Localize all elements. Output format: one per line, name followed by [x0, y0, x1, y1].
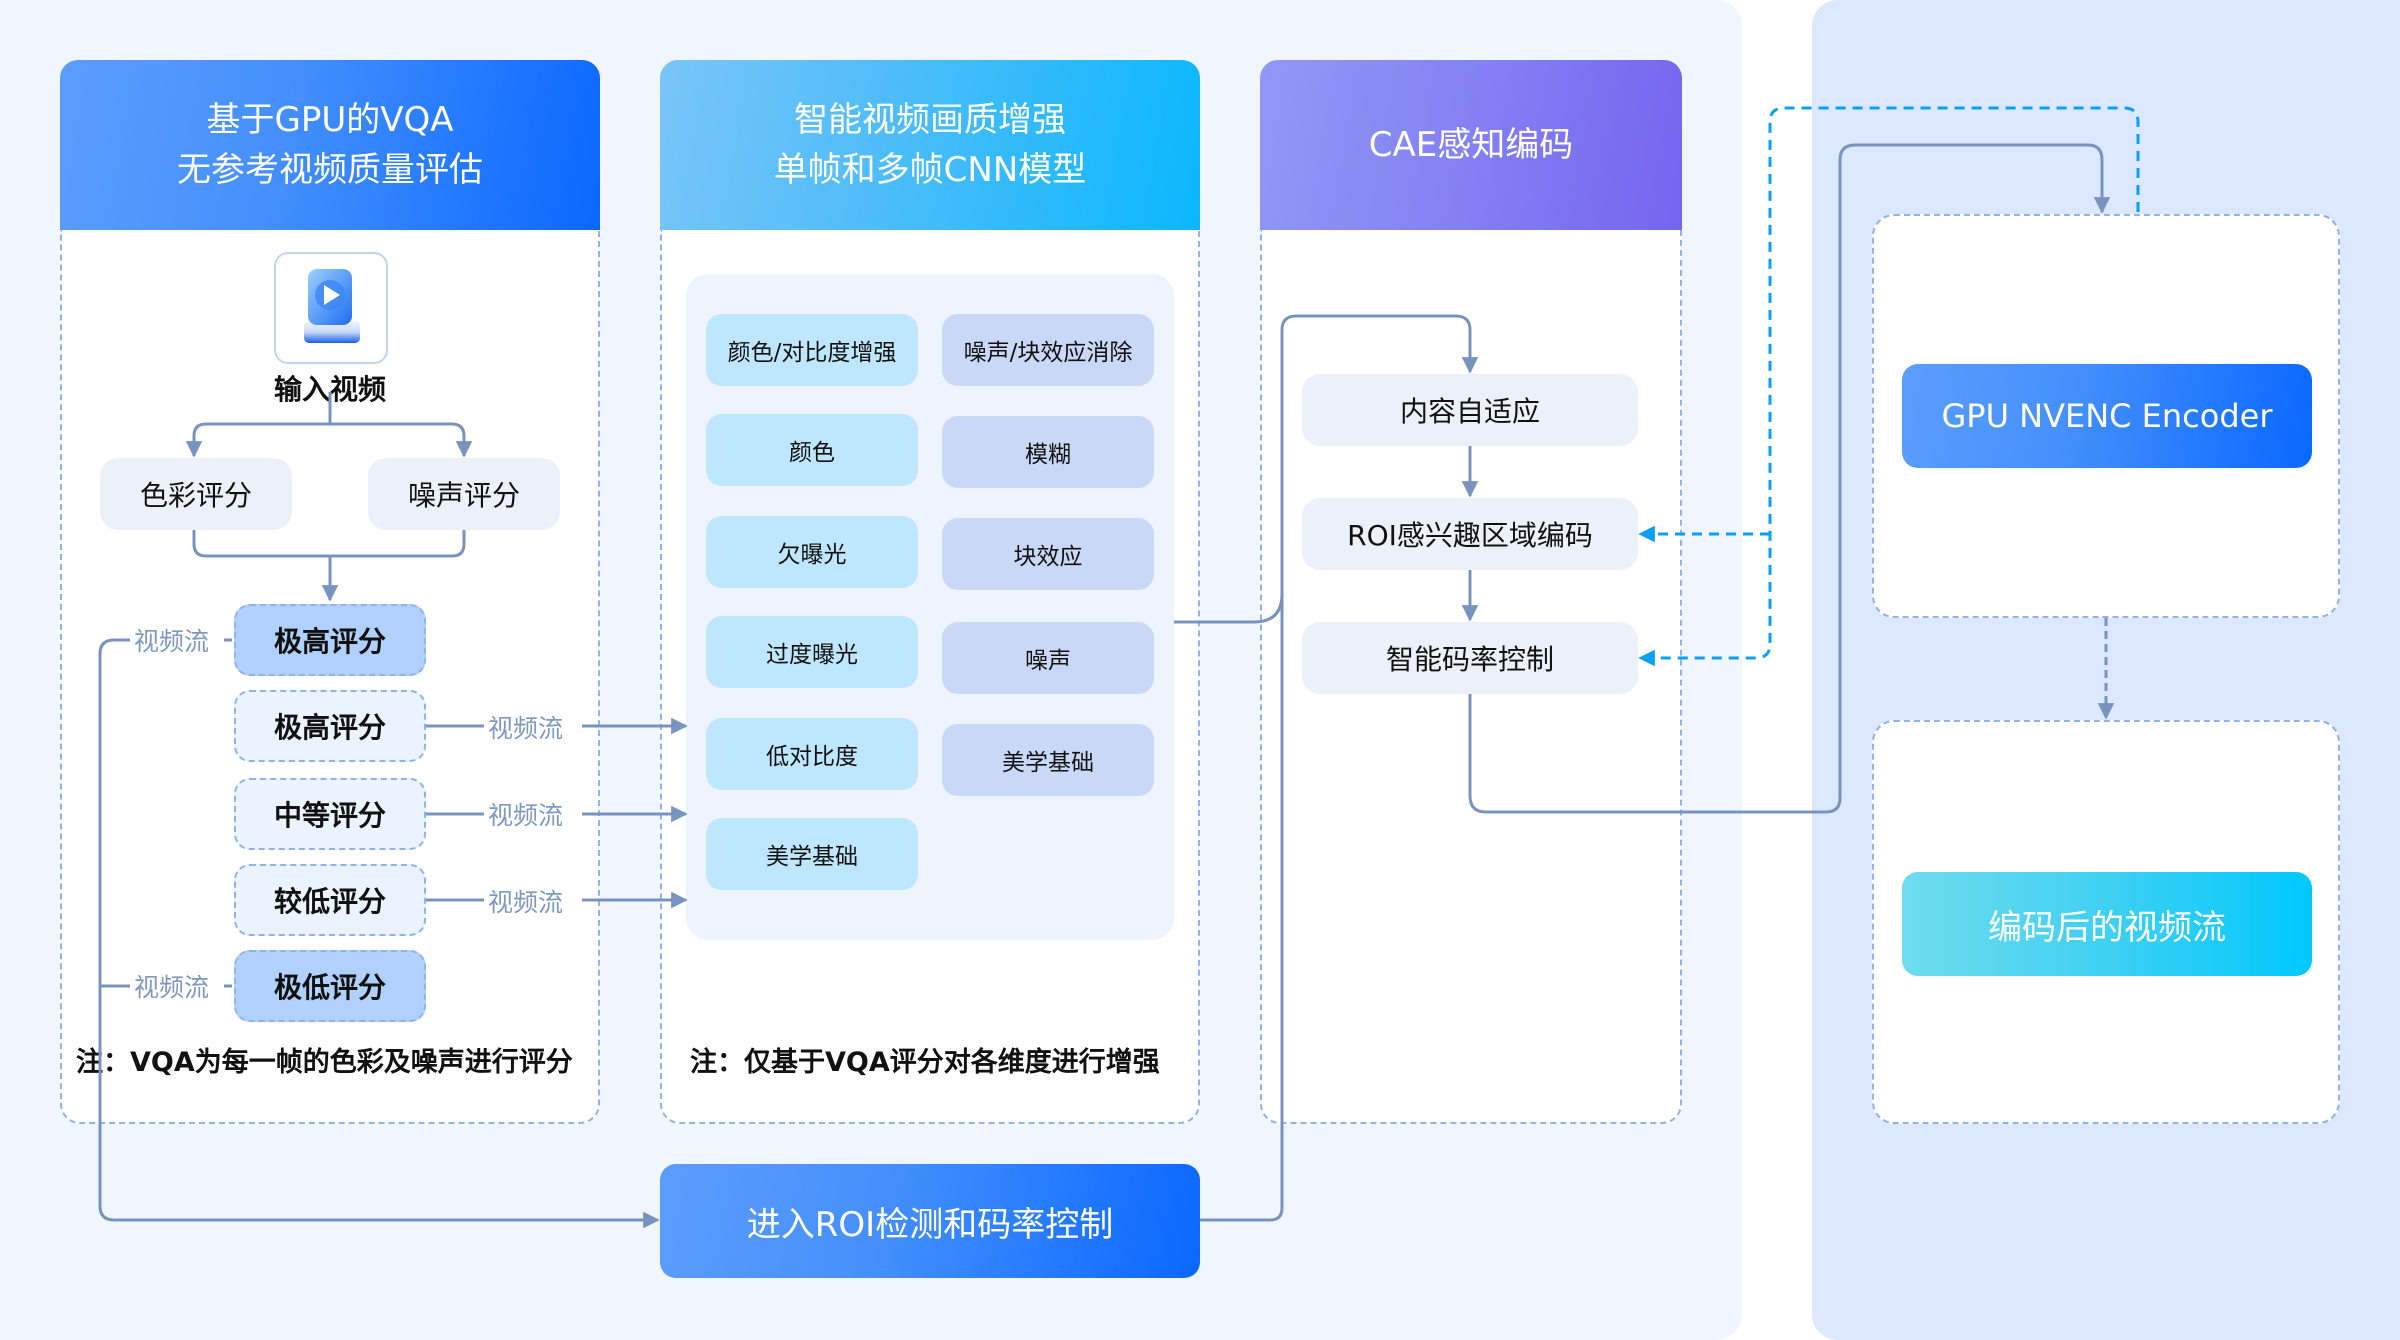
score-box-very-low[interactable]: 极低评分	[234, 950, 426, 1022]
input-video-label: 输入视频	[273, 373, 386, 406]
cae-title: CAE感知编码	[1368, 125, 1574, 165]
gpu-nvenc-encoder-button[interactable]: GPU NVENC Encoder	[1902, 364, 2312, 468]
enhance-item-aesthetics-right[interactable]: 美学基础	[942, 724, 1154, 796]
enhance-item-blocking[interactable]: 块效应	[942, 518, 1154, 590]
cae-step-content-adaptive[interactable]: 内容自适应	[1302, 374, 1638, 446]
enhance-item-blur[interactable]: 模糊	[942, 416, 1154, 488]
video-play-icon	[304, 269, 360, 343]
score-box-very-high-2[interactable]: 极高评分	[234, 690, 426, 762]
enhance-item-underexposure[interactable]: 欠曝光	[706, 516, 918, 588]
encoded-stream-output[interactable]: 编码后的视频流	[1902, 872, 2312, 976]
stream-label-very-high-2: 视频流	[488, 714, 564, 743]
enhance-item-color[interactable]: 颜色	[706, 414, 918, 486]
stream-label-low: 视频流	[488, 888, 564, 917]
enhance-item-noise[interactable]: 噪声	[942, 622, 1154, 694]
score-box-low[interactable]: 较低评分	[234, 864, 426, 936]
stream-label-very-low: 视频流	[134, 973, 210, 1002]
enhance-item-aesthetics-left[interactable]: 美学基础	[706, 818, 918, 890]
encoder-panel-background	[1812, 0, 2400, 1340]
vqa-title-line1: 基于GPU的VQA	[206, 100, 454, 140]
enhance-item-noise-block[interactable]: 噪声/块效应消除	[942, 314, 1154, 386]
stream-label-very-high-1: 视频流	[134, 627, 210, 656]
cae-step-roi-encoding[interactable]: ROI感兴趣区域编码	[1302, 498, 1638, 570]
enhance-item-low-contrast[interactable]: 低对比度	[706, 718, 918, 790]
noise-score-box[interactable]: 噪声评分	[368, 458, 560, 530]
enhance-title-line2: 单帧和多帧CNN模型	[773, 150, 1087, 190]
stream-label-medium: 视频流	[488, 801, 564, 830]
enhance-item-color-contrast[interactable]: 颜色/对比度增强	[706, 314, 918, 386]
vqa-title-line2: 无参考视频质量评估	[177, 150, 483, 190]
enhance-item-overexposure[interactable]: 过度曝光	[706, 616, 918, 688]
input-video-tile[interactable]	[274, 252, 388, 364]
enhance-note: 注：仅基于VQA评分对各维度进行增强	[690, 1047, 1160, 1078]
score-box-very-high-1[interactable]: 极高评分	[234, 604, 426, 676]
roi-rate-control-button[interactable]: 进入ROI检测和码率控制	[660, 1164, 1200, 1278]
color-score-box[interactable]: 色彩评分	[100, 458, 292, 530]
vqa-header: 基于GPU的VQA 无参考视频质量评估	[60, 60, 600, 232]
cae-header: CAE感知编码	[1260, 60, 1682, 232]
enhance-header: 智能视频画质增强 单帧和多帧CNN模型	[660, 60, 1200, 232]
score-box-medium[interactable]: 中等评分	[234, 778, 426, 850]
vqa-note: 注：VQA为每一帧的色彩及噪声进行评分	[76, 1047, 573, 1078]
enhance-title-line1: 智能视频画质增强	[794, 100, 1066, 140]
cae-step-rate-control[interactable]: 智能码率控制	[1302, 622, 1638, 694]
